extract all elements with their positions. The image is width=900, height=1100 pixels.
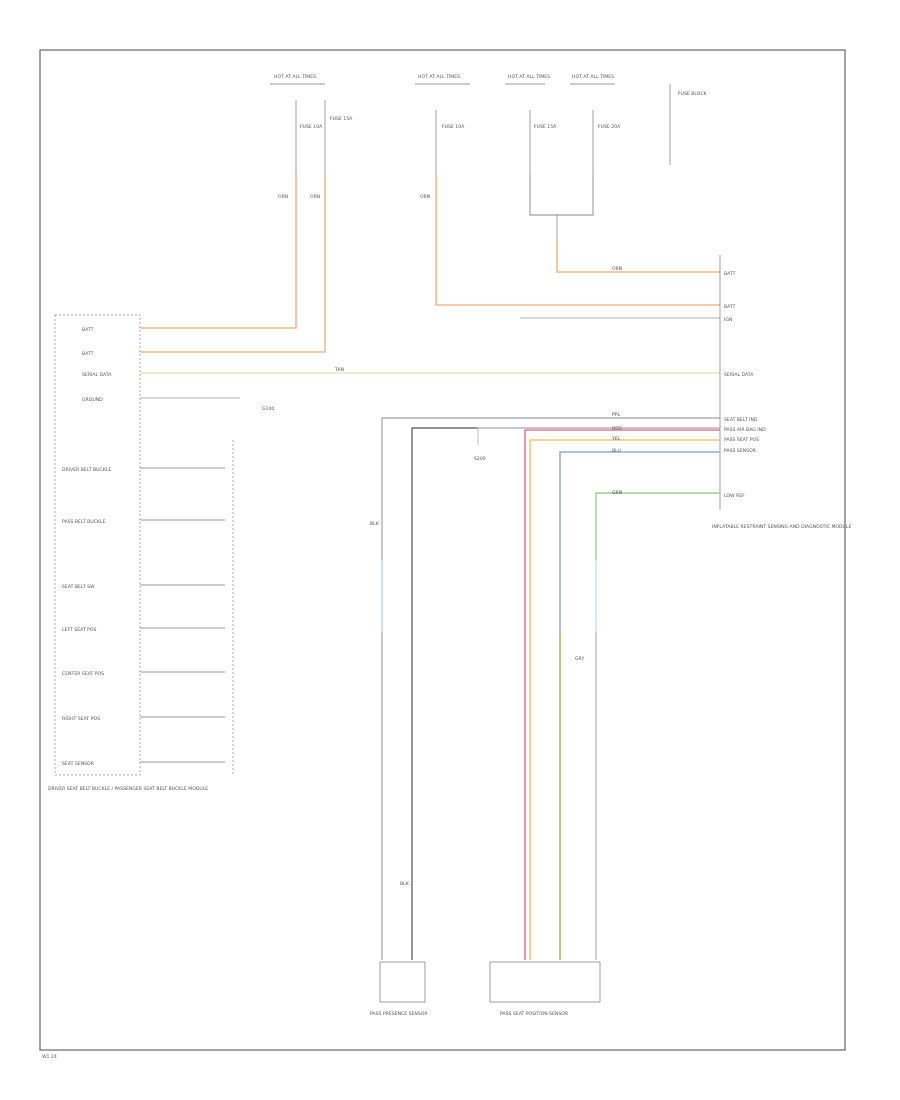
fuse-4: FUSE 15A (534, 124, 557, 130)
top-fuse-label-3: HOT AT ALL TIMES (508, 74, 550, 80)
wire-color-3: ORN (420, 194, 430, 200)
left-switch-2: PASS BELT BUCKLE (62, 519, 105, 525)
wire-color-6: BLK (370, 521, 380, 527)
left-switch-list: DRIVER BELT BUCKLE PASS BELT BUCKLE SEAT… (62, 467, 225, 767)
battery-feed-wires (140, 175, 720, 353)
right-module: BATT BATT IGN SERIAL DATA SEAT BELT IND … (712, 255, 851, 530)
top-fuse-headers: HOT AT ALL TIMES HOT AT ALL TIMES HOT AT… (270, 74, 708, 165)
sensor-right-name: PASS SEAT POSITION SENSOR (500, 1011, 569, 1017)
left-switch-7: SEAT SENSOR (62, 761, 95, 767)
fuse-5: FUSE 20A (598, 124, 621, 130)
diagram-frame (39, 49, 846, 1051)
right-pin-6: PASS AIR BAG IND (724, 427, 766, 433)
left-switch-1: DRIVER BELT BUCKLE (62, 467, 111, 473)
right-pin-8: PASS SENSOR (724, 448, 757, 454)
sensor-right-box (489, 961, 601, 1003)
left-pin-batt-2: BATT (82, 351, 94, 357)
serial-data-wires (140, 317, 720, 399)
right-pin-9: LOW REF (724, 493, 745, 499)
ground-label: G100 (262, 406, 274, 412)
fuse-2: FUSE 15A (330, 116, 353, 122)
fuses: FUSE 10A FUSE 15A FUSE 10A FUSE 15A FUSE… (295, 100, 621, 175)
left-pin-ground: GROUND (82, 397, 103, 403)
wire-color-8: PPL (612, 412, 621, 418)
wire-color-5: TAN (334, 367, 344, 373)
right-pin-2: BATT (724, 304, 736, 310)
sensors: PASS PRESENCE SENSOR PASS SEAT POSITION … (262, 406, 601, 1017)
right-pin-4: SERIAL DATA (724, 372, 754, 378)
wire-color-11: BLU (612, 448, 621, 454)
wire-color-12: GRN (612, 490, 622, 496)
fuse-1: FUSE 10A (300, 124, 323, 130)
sensor-left-name: PASS PRESENCE SENSOR (370, 1011, 428, 1017)
left-pin-batt-1: BATT (82, 327, 94, 333)
wire-color-4: ORN (612, 266, 622, 272)
fuse-block-label: FUSE BLOCK (678, 91, 708, 97)
top-fuse-label-1: HOT AT ALL TIMES (274, 74, 316, 80)
wire-color-9: RED (612, 426, 622, 432)
right-module-name: INFLATABLE RESTRAINT SENSING AND DIAGNOS… (712, 524, 851, 530)
wire-color-10: YEL (611, 436, 621, 442)
wire-color-labels: ORN ORN ORN ORN TAN BLK BLK PPL RED YEL … (278, 194, 622, 887)
left-module-name: DRIVER SEAT BELT BUCKLE / PASSENGER SEAT… (48, 786, 208, 792)
left-switch-6: RIGHT SEAT POS (62, 716, 100, 722)
right-pin-5: SEAT BELT IND (724, 417, 758, 423)
wire-color-13: GRY (575, 656, 584, 662)
wire-color-7: BLK (400, 881, 410, 887)
top-fuse-label-2: HOT AT ALL TIMES (418, 74, 460, 80)
splice-label: S200 (474, 456, 486, 462)
sensor-harness-wires: S200 (381, 417, 720, 960)
sensor-left-box (379, 961, 426, 1003)
wire-color-2: ORN (310, 194, 320, 200)
right-pin-1: BATT (724, 271, 736, 277)
wire-color-1: ORN (278, 194, 288, 200)
corner-code: W1 24 (42, 1054, 57, 1060)
left-switch-4: LEFT SEAT POS (62, 627, 97, 633)
left-switch-5: CENTER SEAT POS (62, 671, 104, 677)
left-pin-serial: SERIAL DATA (82, 372, 112, 378)
right-pin-3: IGN (724, 317, 732, 323)
right-pin-7: PASS SEAT POS (724, 437, 759, 443)
left-module: BATT BATT SERIAL DATA GROUND DRIVER BELT… (48, 314, 234, 792)
left-switch-3: SEAT BELT SW (62, 584, 95, 590)
top-fuse-label-4: HOT AT ALL TIMES (572, 74, 614, 80)
fuse-3: FUSE 10A (442, 124, 465, 130)
